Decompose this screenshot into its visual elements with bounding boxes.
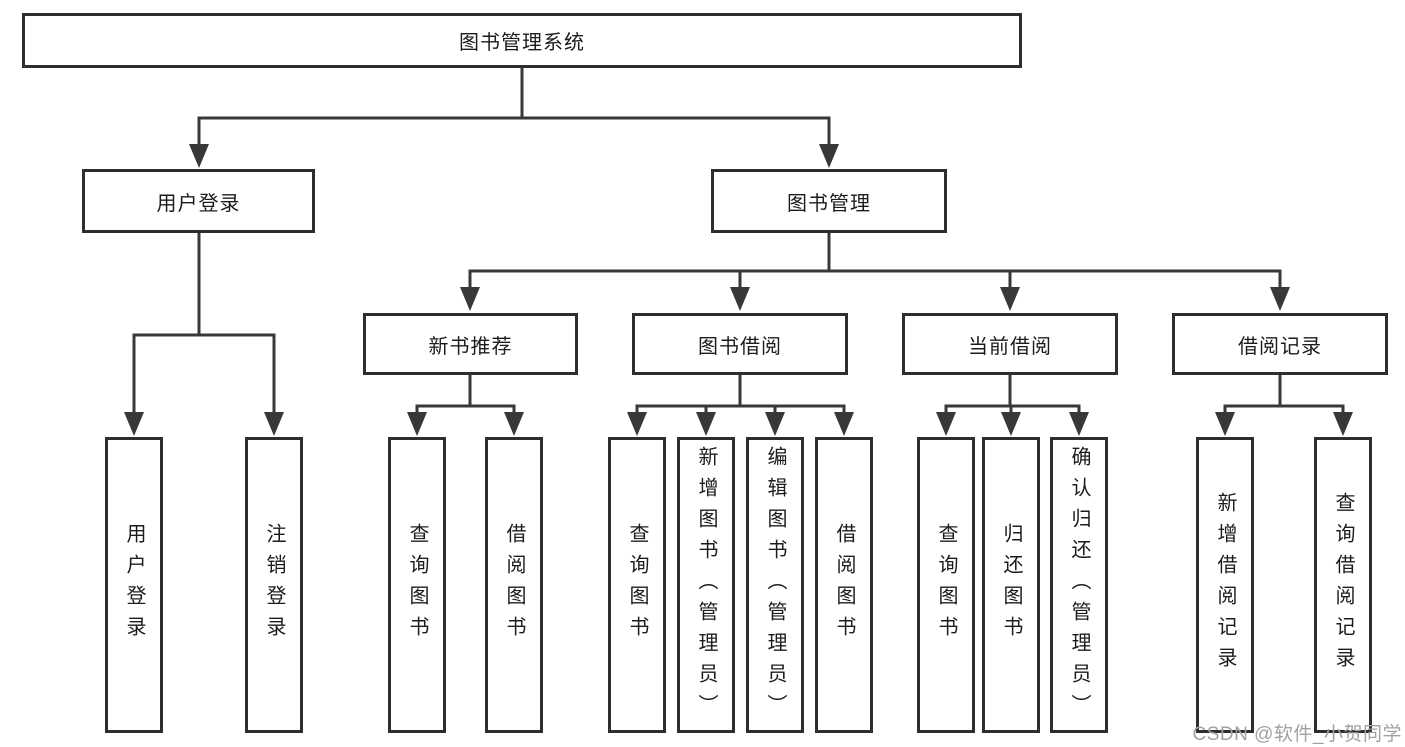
node-new-book-recommendation: 新书推荐	[363, 313, 578, 375]
book-borrowing-connectors	[627, 374, 854, 436]
node-label: 图书管理系统	[459, 32, 585, 54]
leaf-label: 新增借阅记录	[1214, 492, 1236, 678]
leaf-label: 新增图书（管理员）	[695, 445, 717, 725]
arrowhead	[1270, 287, 1290, 311]
node-book-management: 图书管理	[711, 169, 947, 233]
leaf-label: 查询图书	[935, 523, 957, 647]
arrowhead	[1000, 287, 1020, 311]
node-label: 用户登录	[156, 192, 241, 215]
leaf-label: 归还图书	[1000, 523, 1022, 647]
book-management-to-level3-connectors	[460, 231, 1290, 311]
arrowhead	[1069, 412, 1089, 436]
node-label: 图书借阅	[698, 335, 782, 358]
leaf-label: 注销登录	[263, 523, 285, 647]
leaf-add-borrow-record: 新增借阅记录	[1196, 437, 1254, 733]
arrowhead	[834, 412, 854, 436]
leaf-borrow-books: 借阅图书	[815, 437, 873, 733]
node-label: 新书推荐	[428, 335, 513, 358]
node-borrowing-records: 借阅记录	[1172, 313, 1388, 375]
current-borrowing-connectors	[936, 374, 1089, 436]
node-label: 图书管理	[787, 192, 871, 215]
new-book-recommendation-connectors	[407, 374, 524, 436]
arrowhead	[264, 412, 284, 436]
arrowhead	[504, 412, 524, 436]
arrowhead	[730, 287, 750, 311]
node-book-borrowing: 图书借阅	[632, 313, 848, 375]
root-to-level2-connectors	[189, 68, 839, 168]
leaf-label: 查询图书	[406, 523, 428, 647]
leaf-label: 确认归还（管理员）	[1068, 445, 1090, 725]
leaf-query-books-current: 查询图书	[917, 437, 975, 733]
arrowhead	[124, 412, 144, 436]
arrowhead	[765, 412, 785, 436]
leaf-logout: 注销登录	[245, 437, 303, 733]
leaf-edit-books-admin: 编辑图书（管理员）	[746, 437, 804, 733]
node-label: 借阅记录	[1238, 335, 1322, 358]
borrowing-records-connectors	[1215, 374, 1353, 436]
watermark-csdn: CSDN @软件_小贺同学	[1192, 724, 1402, 745]
leaf-label: 编辑图书（管理员）	[764, 445, 786, 725]
arrowhead	[407, 412, 427, 436]
arrowhead	[936, 412, 956, 436]
leaf-add-books-admin: 新增图书（管理员）	[677, 437, 735, 733]
arrowhead	[627, 412, 647, 436]
user-login-to-leaves-connectors	[124, 231, 284, 436]
leaf-label: 借阅图书	[833, 523, 855, 647]
node-library-management-system: 图书管理系统	[22, 13, 1022, 68]
arrowhead	[1333, 412, 1353, 436]
arrowhead	[189, 144, 209, 168]
leaf-user-login: 用户登录	[105, 437, 163, 733]
leaf-confirm-return-admin: 确认归还（管理员）	[1050, 437, 1108, 733]
node-current-borrowing: 当前借阅	[902, 313, 1118, 375]
leaf-query-borrow-record: 查询借阅记录	[1314, 437, 1372, 733]
node-label: 当前借阅	[968, 335, 1052, 358]
arrowhead	[460, 287, 480, 311]
arrowhead	[819, 144, 839, 168]
leaf-label: 查询图书	[626, 523, 648, 647]
arrowhead	[1001, 412, 1021, 436]
leaf-query-books-recommend: 查询图书	[388, 437, 446, 733]
leaf-label: 用户登录	[123, 523, 145, 647]
leaf-label: 借阅图书	[503, 523, 525, 647]
leaf-borrow-books-recommend: 借阅图书	[485, 437, 543, 733]
node-user-login: 用户登录	[82, 169, 315, 233]
arrowhead	[696, 412, 716, 436]
arrowhead	[1215, 412, 1235, 436]
leaf-query-books-borrowing: 查询图书	[608, 437, 666, 733]
leaf-return-books: 归还图书	[982, 437, 1040, 733]
leaf-label: 查询借阅记录	[1332, 492, 1354, 678]
